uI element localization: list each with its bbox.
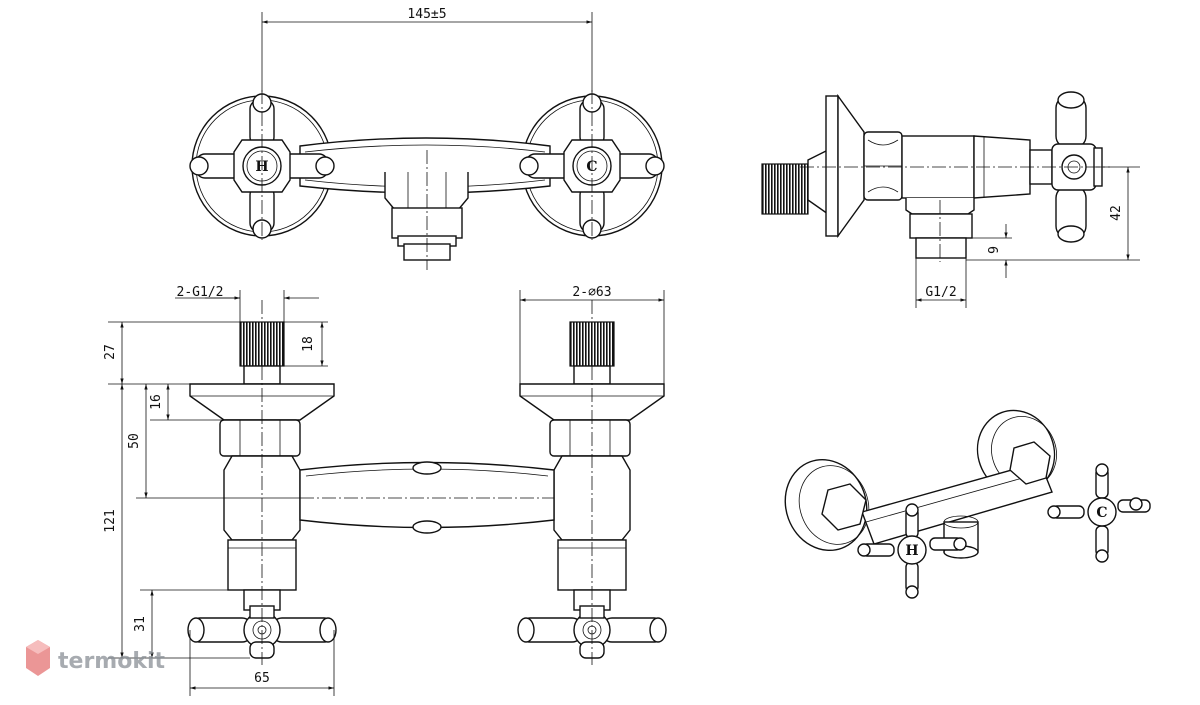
dim-outlet-thread: G1/2 bbox=[925, 285, 956, 300]
dim-body-offset: 50 bbox=[127, 433, 142, 449]
hot-handle-iso: H bbox=[857, 503, 967, 599]
hot-letter-iso: H bbox=[905, 543, 918, 559]
side-view: 42 9 G1/2 bbox=[761, 91, 1140, 308]
dim-flange-diameter: 2-∅63 bbox=[572, 285, 611, 300]
dim-handle-height: 31 bbox=[133, 616, 148, 632]
watermark: termokit bbox=[26, 640, 165, 676]
cold-handle-iso: C bbox=[1047, 463, 1151, 563]
cold-letter-iso: C bbox=[1096, 505, 1107, 521]
right-column bbox=[517, 300, 667, 665]
left-column bbox=[187, 300, 337, 665]
dim-center-distance: 145±5 bbox=[407, 7, 446, 22]
front-view: 2-G1/2 2-∅63 18 27 16 50 121 31 bbox=[103, 285, 667, 696]
dim-thread-height: 27 bbox=[103, 344, 118, 360]
dim-thread-length: 18 bbox=[301, 336, 316, 352]
dim-total-height: 121 bbox=[103, 509, 118, 532]
top-view: H C 145±5 bbox=[189, 7, 665, 270]
dim-side-height: 42 bbox=[1109, 205, 1124, 221]
isometric-view: H C bbox=[784, 409, 1151, 599]
watermark-text: termokit bbox=[58, 649, 165, 674]
dim-outlet-height: 9 bbox=[987, 246, 1002, 254]
dim-inlet-thread: 2-G1/2 bbox=[177, 285, 224, 300]
dim-flange-height: 16 bbox=[149, 394, 164, 410]
dim-handle-width: 65 bbox=[254, 671, 270, 686]
